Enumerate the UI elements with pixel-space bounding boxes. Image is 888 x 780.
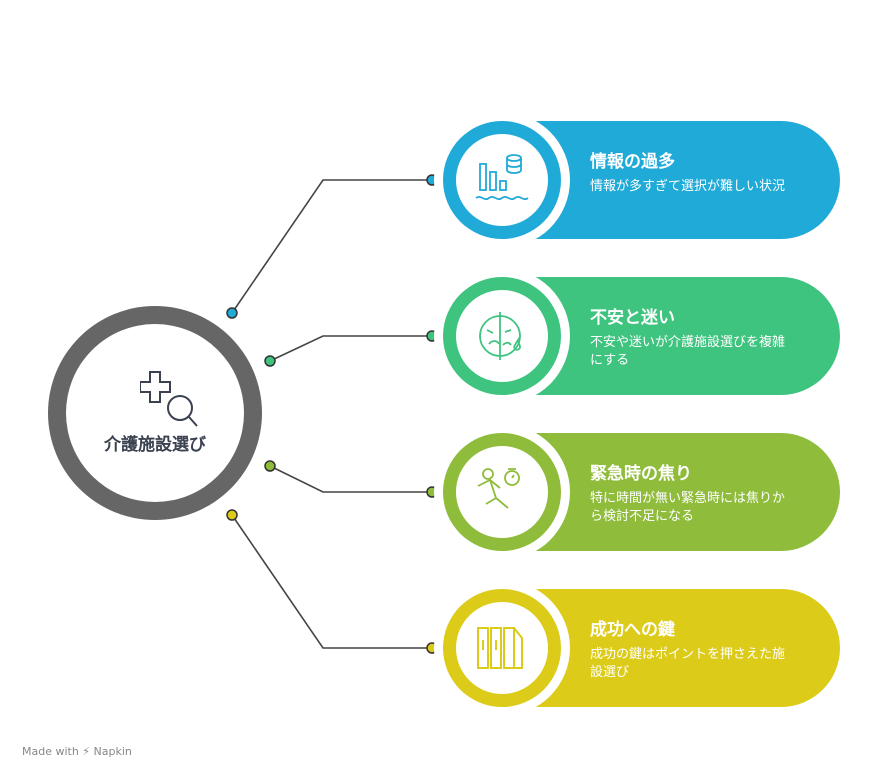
dot xyxy=(264,460,276,472)
card-description: 情報が多すぎて選択が難しい状況 xyxy=(590,179,786,194)
running-stopwatch-icon xyxy=(456,446,548,538)
dot xyxy=(226,307,238,319)
dot xyxy=(226,509,238,521)
central-node: 介護施設選び xyxy=(48,306,262,520)
category-card: 緊急時の焦り 特に時間が無い緊急時には焦りから検討不足になる xyxy=(434,424,840,560)
card-description: 特に時間が無い緊急時には焦りから検討不足になる xyxy=(590,491,786,524)
key-structure-icon xyxy=(456,602,548,694)
dot xyxy=(264,355,276,367)
connector-3 xyxy=(269,465,432,493)
footer-credit: Made with ⚡ Napkin xyxy=(22,745,132,758)
anxious-face-icon xyxy=(456,290,548,382)
data-overflow-icon xyxy=(456,134,548,226)
card-title: 成功への鍵 xyxy=(590,620,675,640)
medical-cross-search-icon xyxy=(140,371,198,427)
connector-4 xyxy=(231,514,432,649)
connector-1 xyxy=(231,179,432,314)
category-card: 成功への鍵 成功の鍵はポイントを押さえた施設選び xyxy=(434,580,840,716)
card-title: 緊急時の焦り xyxy=(590,464,692,484)
card-title: 情報の過多 xyxy=(590,152,675,172)
card-title: 不安と迷い xyxy=(590,308,675,328)
category-card: 不安と迷い 不安や迷いが介護施設選びを複雑にする xyxy=(434,268,840,404)
central-title: 介護施設選び xyxy=(104,435,206,455)
category-card: 情報の過多 情報が多すぎて選択が難しい状況 xyxy=(434,112,840,248)
card-description: 成功の鍵はポイントを押さえた施設選び xyxy=(590,647,786,680)
card-description: 不安や迷いが介護施設選びを複雑にする xyxy=(590,335,786,368)
connector-2 xyxy=(269,335,432,362)
